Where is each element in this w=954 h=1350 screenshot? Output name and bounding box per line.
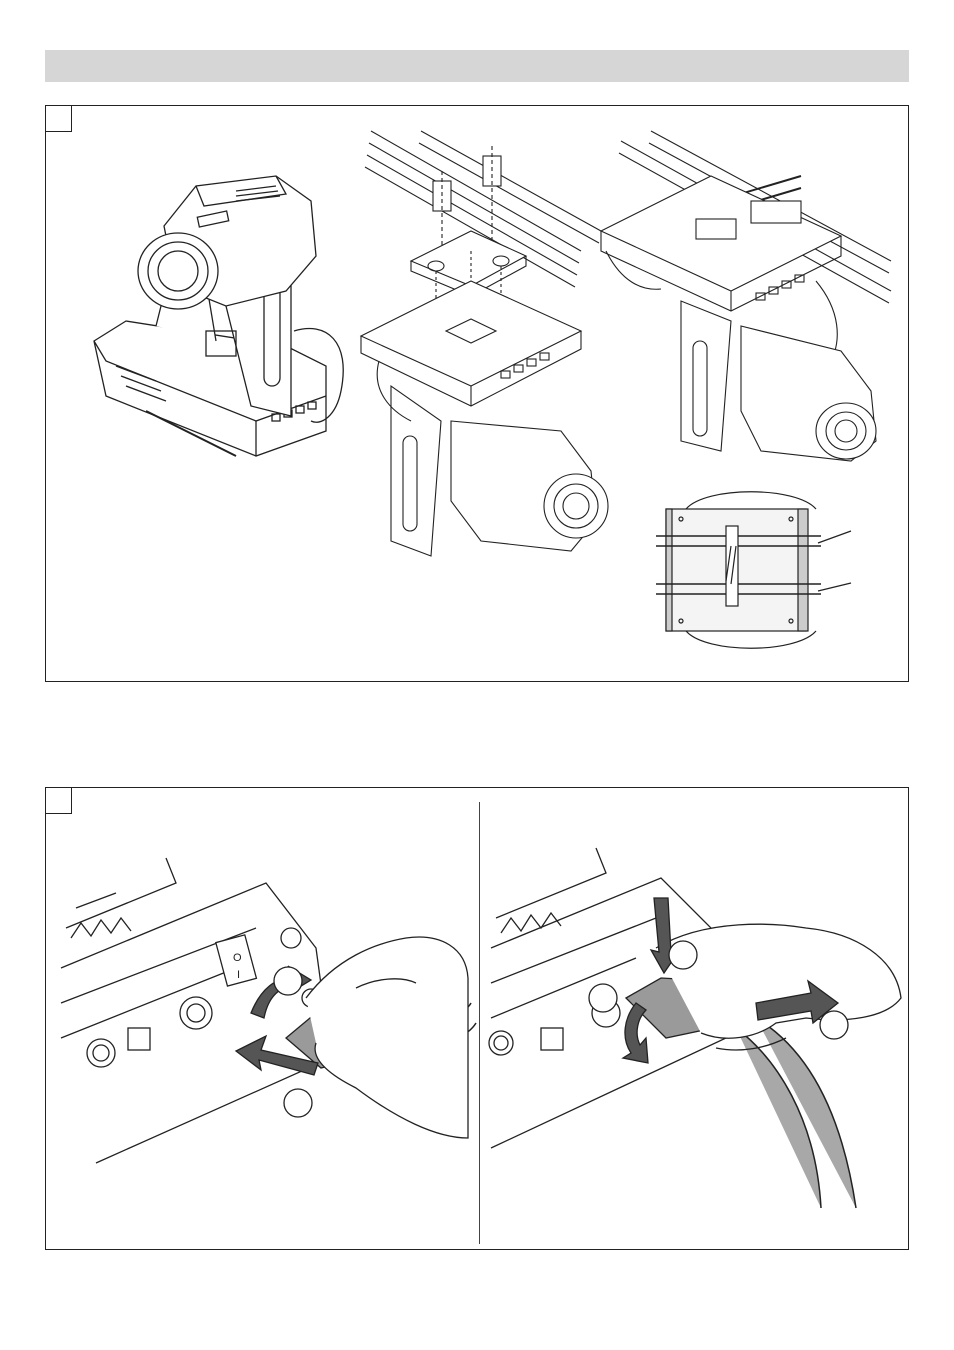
figure-number-box [46, 106, 72, 132]
base-top-view-icon [646, 491, 856, 651]
header-bar [45, 50, 909, 82]
figure-2-power-connection: O I [45, 787, 909, 1250]
panel-divider [479, 802, 480, 1244]
svg-text:O: O [233, 952, 242, 964]
figure-1-mounting [45, 105, 909, 682]
fixture-standing-icon [86, 166, 346, 466]
connector-insert-hand-icon: O I [56, 838, 476, 1178]
svg-text:I: I [237, 969, 240, 981]
brackets-exploded-icon [351, 121, 621, 561]
figure-number-box [46, 788, 72, 814]
connector-release-hand-icon [486, 838, 906, 1218]
truss-mounted-icon [601, 121, 896, 466]
